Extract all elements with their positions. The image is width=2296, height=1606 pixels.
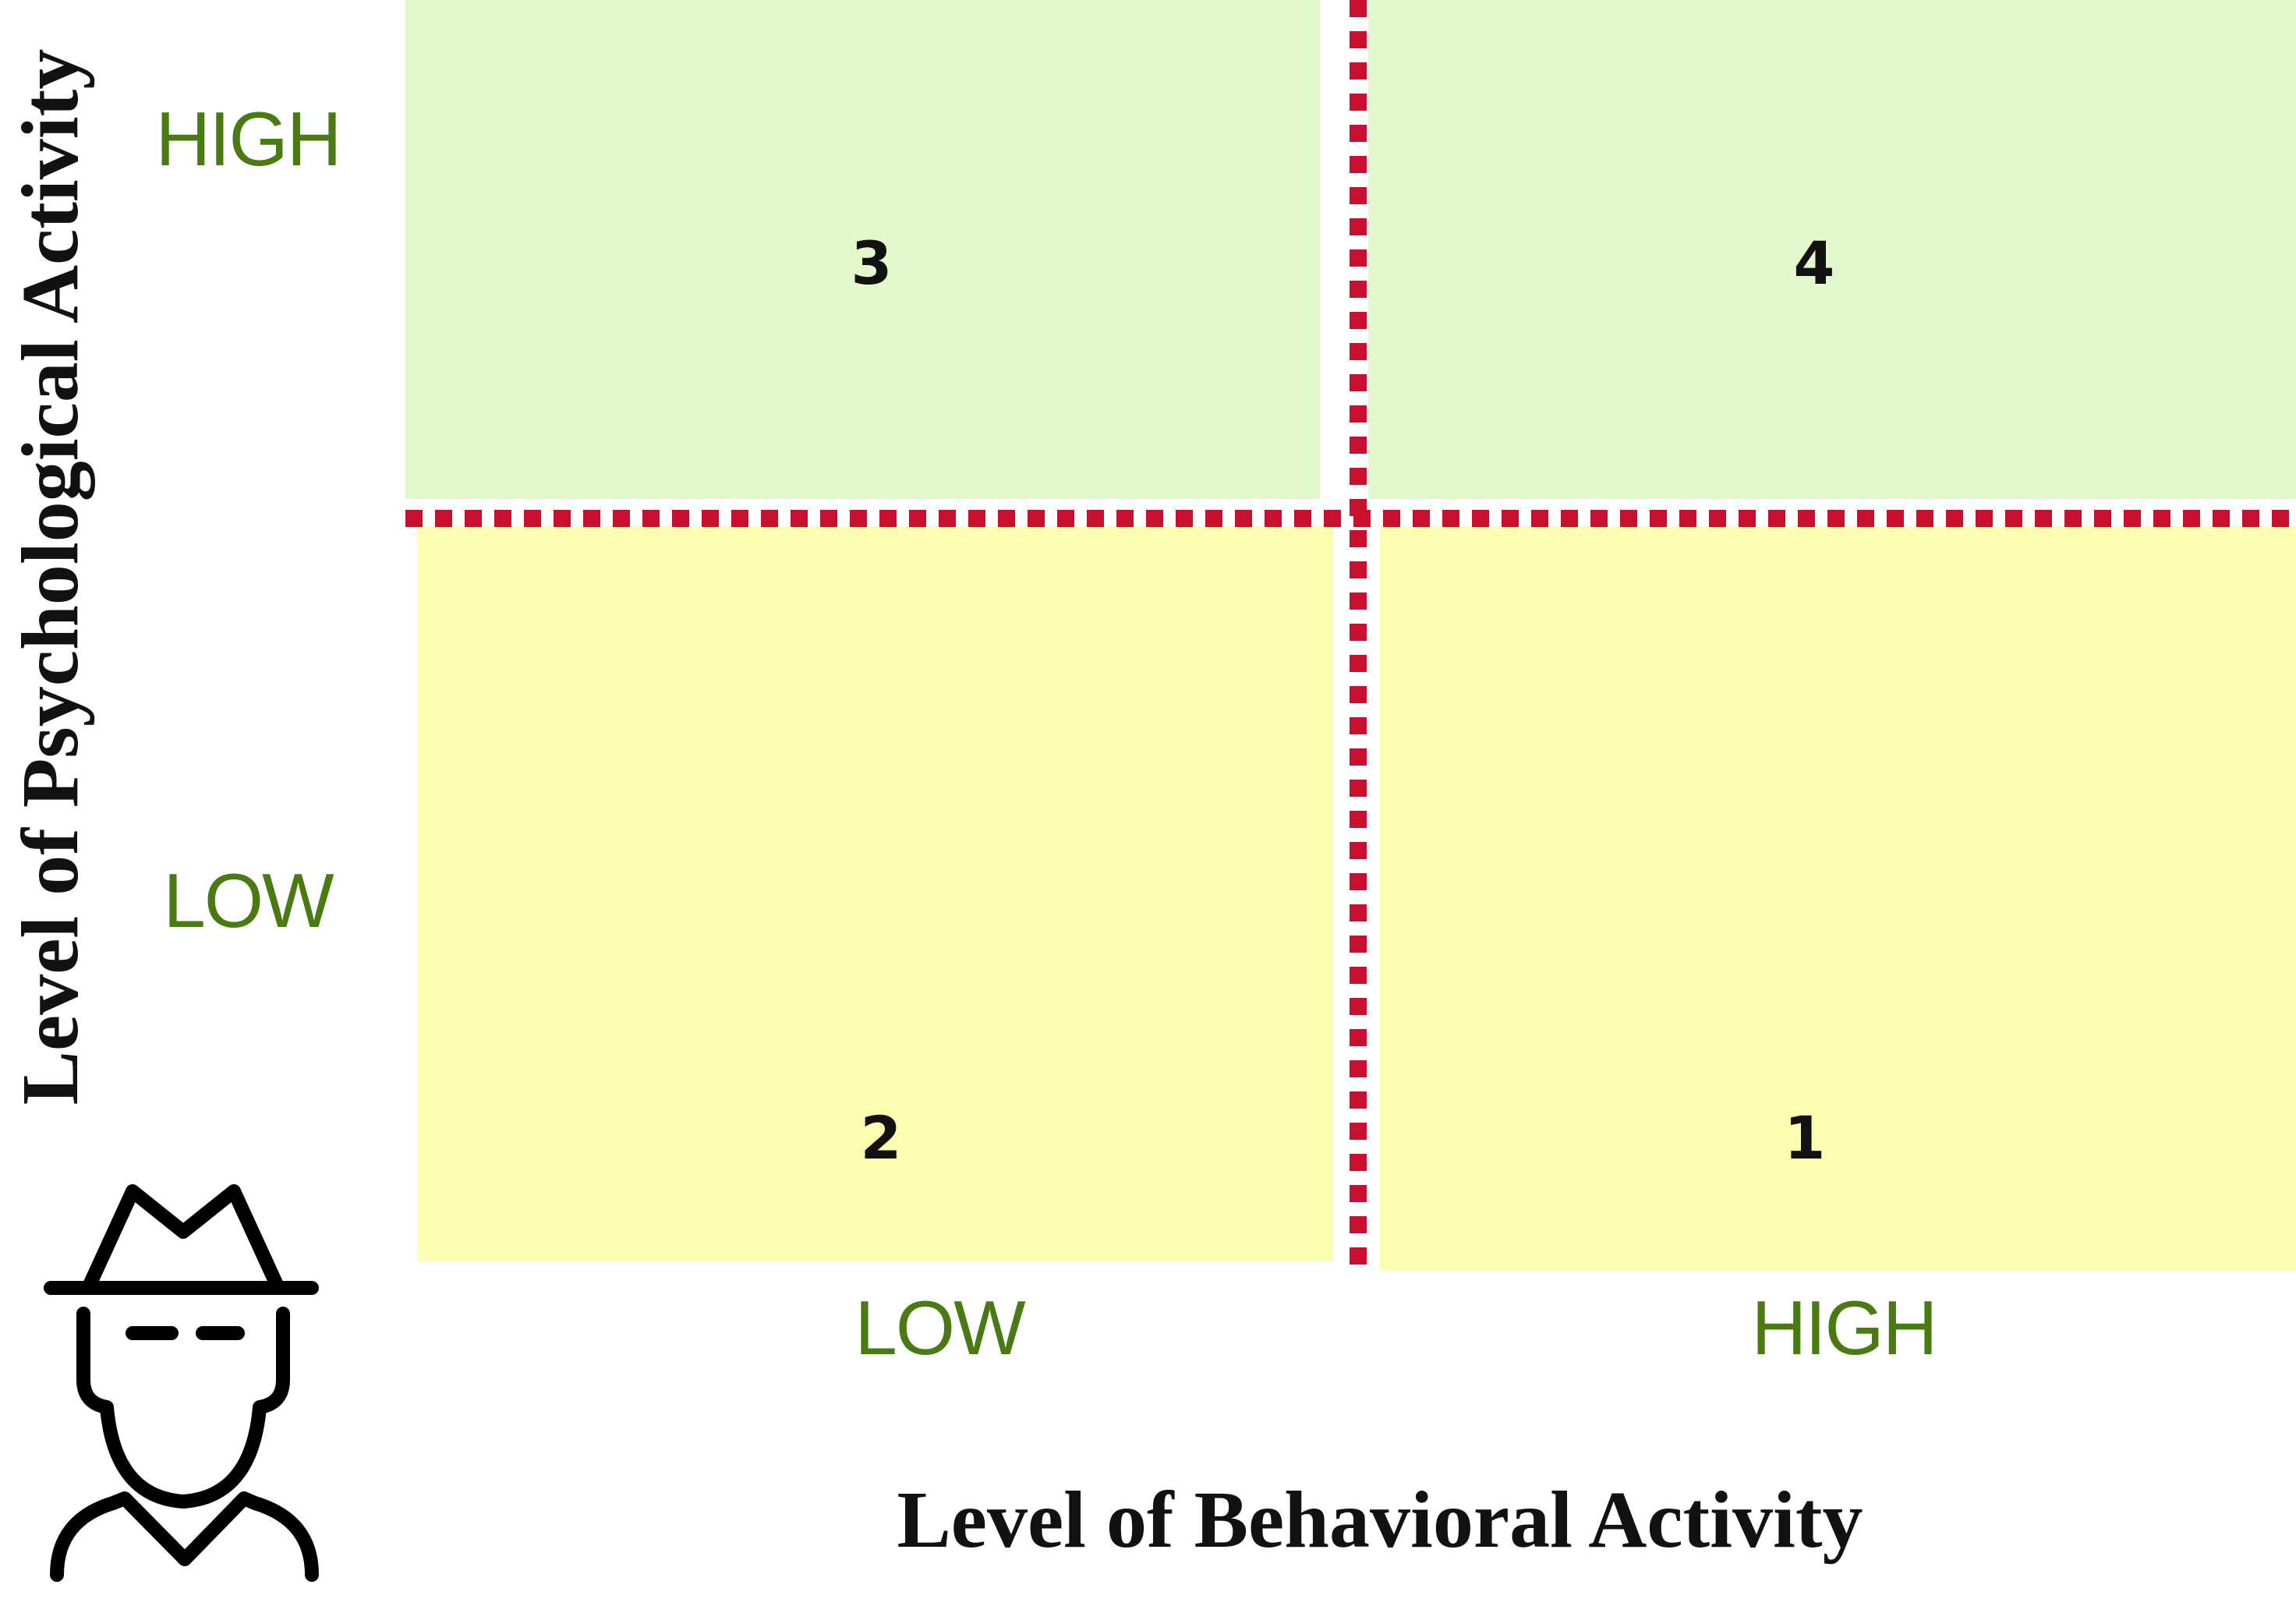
x-axis-high-label: HIGH	[1751, 1285, 1938, 1371]
quadrant-number-1: 1	[1784, 1103, 1826, 1173]
x-axis-title: Level of Behavioral Activity	[897, 1475, 1863, 1565]
y-axis-high-label: HIGH	[155, 96, 342, 182]
y-axis-low-label: LOW	[163, 858, 334, 943]
quadrant-bottom-right	[1380, 526, 2296, 1271]
person-with-hat-icon	[44, 1184, 319, 1582]
quadrant-top-left	[405, 0, 1320, 499]
quadrant-number-4: 4	[1793, 228, 1835, 298]
vertical-divider	[1350, 0, 1367, 1275]
quadrant-number-3: 3	[851, 228, 893, 298]
quadrant-bottom-left	[417, 526, 1333, 1261]
horizontal-divider	[405, 510, 2296, 527]
y-axis-title: Level of Psychological Activity	[5, 48, 95, 1105]
quadrant-number-2: 2	[860, 1103, 902, 1173]
quadrant-top-right	[1368, 0, 2296, 499]
x-axis-low-label: LOW	[854, 1285, 1025, 1371]
